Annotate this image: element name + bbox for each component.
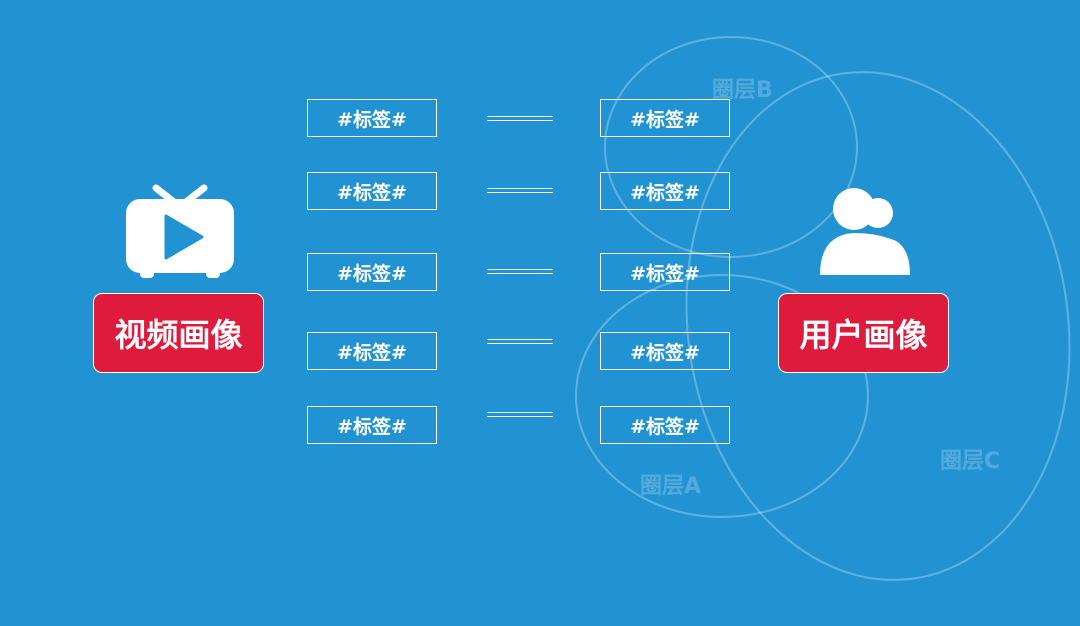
user-tag-2: #标签# bbox=[600, 172, 730, 210]
user-tag-3: #标签# bbox=[600, 253, 730, 291]
layer-c-label: 圈层C bbox=[940, 449, 1001, 474]
user-tag-4: #标签# bbox=[600, 332, 730, 370]
user-icon bbox=[820, 188, 910, 275]
match-connector-5 bbox=[487, 412, 553, 417]
video-tag-1: #标签# bbox=[307, 99, 437, 137]
layer-a-ellipse bbox=[575, 274, 869, 518]
video-tag-2: #标签# bbox=[307, 172, 437, 210]
video-tag-4: #标签# bbox=[307, 332, 437, 370]
layer-c-ellipse bbox=[685, 71, 1071, 581]
layer-a-label: 圈层A bbox=[640, 474, 702, 499]
layer-b-ellipse bbox=[604, 36, 858, 258]
user-tag-1: #标签# bbox=[600, 99, 730, 137]
video-portrait-label: 视频画像 bbox=[93, 293, 264, 373]
video-tag-5: #标签# bbox=[307, 406, 437, 444]
match-connector-1 bbox=[487, 116, 553, 121]
match-connector-4 bbox=[487, 339, 553, 344]
tv-play-icon bbox=[126, 184, 234, 278]
user-tag-5: #标签# bbox=[600, 406, 730, 444]
user-portrait-label: 用户画像 bbox=[778, 293, 949, 373]
layer-b-label: 圈层B bbox=[712, 78, 773, 103]
video-tag-3: #标签# bbox=[307, 253, 437, 291]
match-connector-2 bbox=[487, 188, 553, 193]
match-connector-3 bbox=[487, 269, 553, 274]
